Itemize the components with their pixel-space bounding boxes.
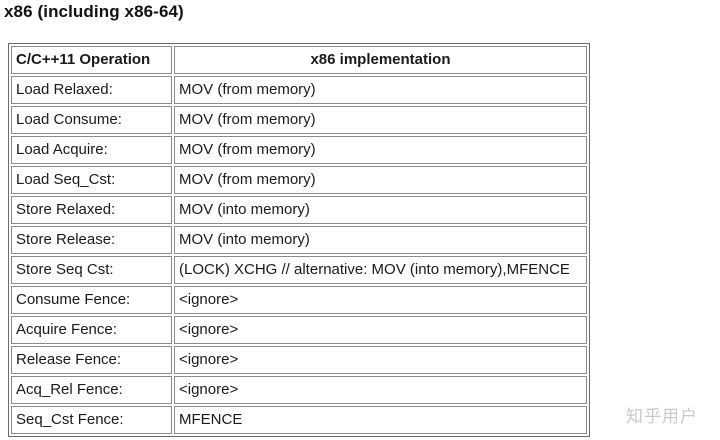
table-header-row: C/C++11 Operation x86 implementation [11,46,587,74]
impl-cell: MOV (from memory) [174,166,587,194]
table-row: Load Relaxed: MOV (from memory) [11,76,587,104]
header-operation: C/C++11 Operation [11,46,172,74]
page-title: x86 (including x86-64) [4,2,184,21]
table-row: Load Acquire: MOV (from memory) [11,136,587,164]
op-cell: Load Consume: [11,106,172,134]
impl-cell: <ignore> [174,286,587,314]
op-cell: Consume Fence: [11,286,172,314]
impl-cell: MFENCE [174,406,587,434]
zhihu-user-watermark: 知乎用户 [626,407,698,426]
table-row: Store Release: MOV (into memory) [11,226,587,254]
impl-cell: MOV (into memory) [174,226,587,254]
impl-cell: (LOCK) XCHG // alternative: MOV (into me… [174,256,587,284]
op-cell: Seq_Cst Fence: [11,406,172,434]
table-row: Load Seq_Cst: MOV (from memory) [11,166,587,194]
table-row: Store Relaxed: MOV (into memory) [11,196,587,224]
table-row: Seq_Cst Fence: MFENCE [11,406,587,434]
memory-ordering-table: C/C++11 Operation x86 implementation Loa… [8,43,590,437]
op-cell: Store Relaxed: [11,196,172,224]
impl-cell: <ignore> [174,316,587,344]
impl-cell: MOV (from memory) [174,136,587,164]
table-row: Consume Fence: <ignore> [11,286,587,314]
impl-cell: MOV (from memory) [174,76,587,104]
op-cell: Acquire Fence: [11,316,172,344]
table-row: Store Seq Cst: (LOCK) XCHG // alternativ… [11,256,587,284]
op-cell: Store Release: [11,226,172,254]
table-row: Acq_Rel Fence: <ignore> [11,376,587,404]
table-row: Acquire Fence: <ignore> [11,316,587,344]
op-cell: Load Seq_Cst: [11,166,172,194]
op-cell: Release Fence: [11,346,172,374]
op-cell: Acq_Rel Fence: [11,376,172,404]
op-cell: Load Acquire: [11,136,172,164]
impl-cell: <ignore> [174,376,587,404]
header-implementation: x86 implementation [174,46,587,74]
impl-cell: MOV (into memory) [174,196,587,224]
impl-cell: MOV (from memory) [174,106,587,134]
impl-cell: <ignore> [174,346,587,374]
op-cell: Store Seq Cst: [11,256,172,284]
table-row: Release Fence: <ignore> [11,346,587,374]
op-cell: Load Relaxed: [11,76,172,104]
table-row: Load Consume: MOV (from memory) [11,106,587,134]
